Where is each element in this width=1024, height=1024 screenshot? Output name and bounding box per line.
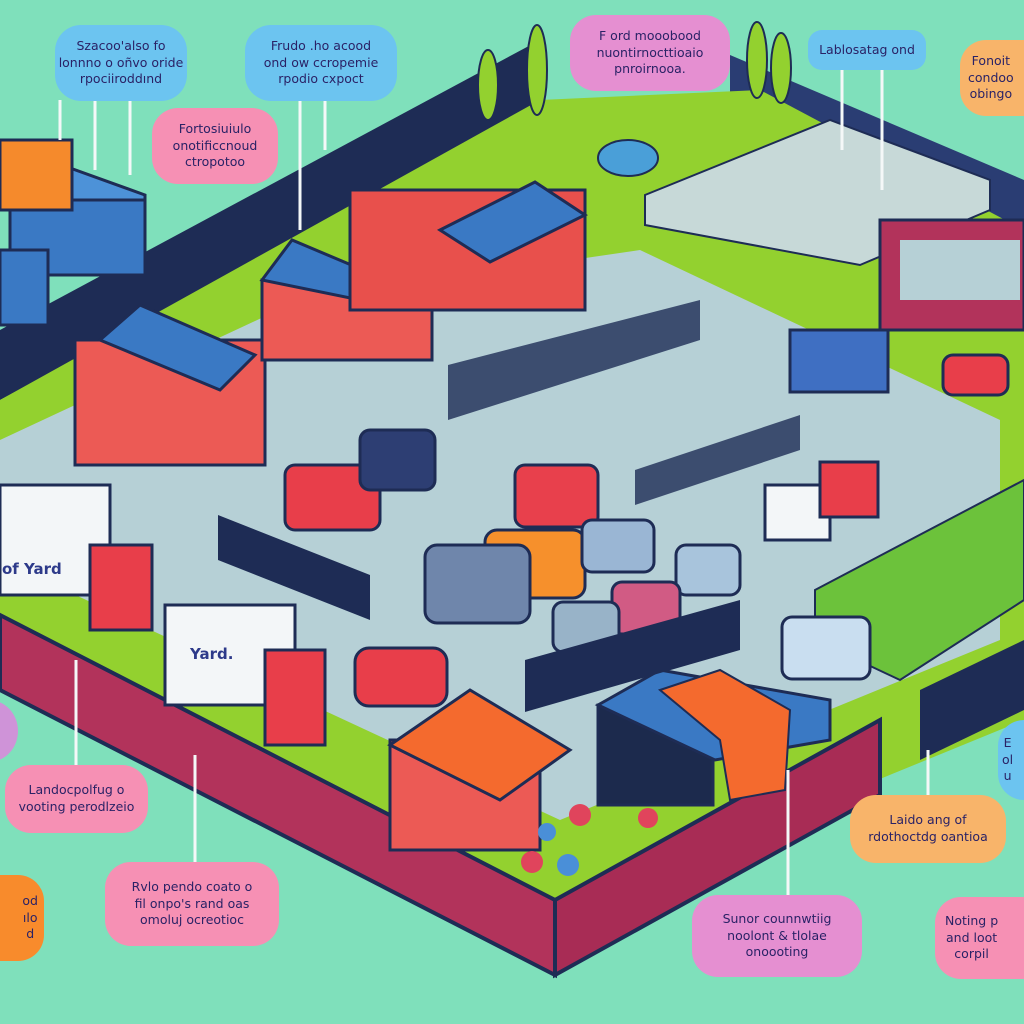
car-gray [423, 543, 532, 625]
callout-label: Fortosiuiulo onotificcnoud ctropotoo [152, 108, 278, 184]
callout-label: Frudo .ho acood ond ow ccropemie rpodio … [245, 25, 397, 101]
right-fence [920, 640, 1024, 760]
tree-icon [526, 24, 548, 116]
truck-label: of Yard [2, 560, 62, 578]
callout-label: Landocpolfug o vooting perodlzeio [5, 765, 148, 833]
callout-label: Laido ang of rdothoctdg oantioa [850, 795, 1006, 863]
callout-label: Lablosatag ond [808, 30, 926, 70]
bush-icon [638, 808, 658, 828]
building-red-main [73, 303, 267, 467]
van-navy [358, 428, 437, 492]
tree-icon [746, 21, 768, 99]
container-orange-left [0, 138, 74, 212]
van-white-right [780, 615, 872, 681]
car-blue-small [580, 518, 656, 574]
truck-label: Yard. [190, 645, 234, 663]
inner-fence-center [218, 515, 370, 620]
car-light [674, 543, 742, 597]
callout-label: F ord mooobood nuontirnocttioaio pnroirn… [570, 15, 730, 91]
callout-label: E ol u [998, 720, 1024, 800]
callout-label: od ılo d [0, 875, 44, 961]
callout-leader-lines [58, 70, 930, 895]
building-blue-small [0, 248, 50, 327]
inner-fence-right [635, 415, 800, 505]
enclosure-right-inner [900, 240, 1020, 300]
callout-label: Fonoit condoo obingo [960, 40, 1024, 116]
car-red-right [941, 353, 1010, 397]
truck-left [0, 483, 154, 632]
inner-fence-bottom [525, 600, 740, 712]
bush-icon [569, 804, 591, 826]
callout-label: Rvlo pendo coato o fil onpo's rand oas o… [105, 862, 279, 946]
tree-icon [477, 49, 499, 121]
storage-units [594, 668, 832, 807]
car-red [353, 646, 449, 708]
truck-right [763, 460, 880, 542]
truck-front [163, 603, 327, 747]
building-red-back [348, 180, 589, 312]
van-red-center [513, 463, 600, 529]
inner-fence-mid [448, 300, 700, 420]
callout-decoration [0, 700, 18, 762]
van-red [283, 463, 382, 532]
truck-blue-back [788, 328, 890, 394]
shed-orange-roof [387, 688, 573, 852]
bush-icon [538, 823, 556, 841]
tree-icon [770, 32, 792, 104]
callout-label: Szacoo'also fo lonnno o oñvo oride rpoci… [55, 25, 187, 101]
callout-label: Noting p and loot corpil [935, 897, 1024, 979]
planter-icon [597, 139, 659, 177]
callout-label: Sunor counnwtiig noolont & tlolae onooot… [692, 895, 862, 977]
bush-icon [557, 854, 579, 876]
bush-icon [521, 851, 543, 873]
